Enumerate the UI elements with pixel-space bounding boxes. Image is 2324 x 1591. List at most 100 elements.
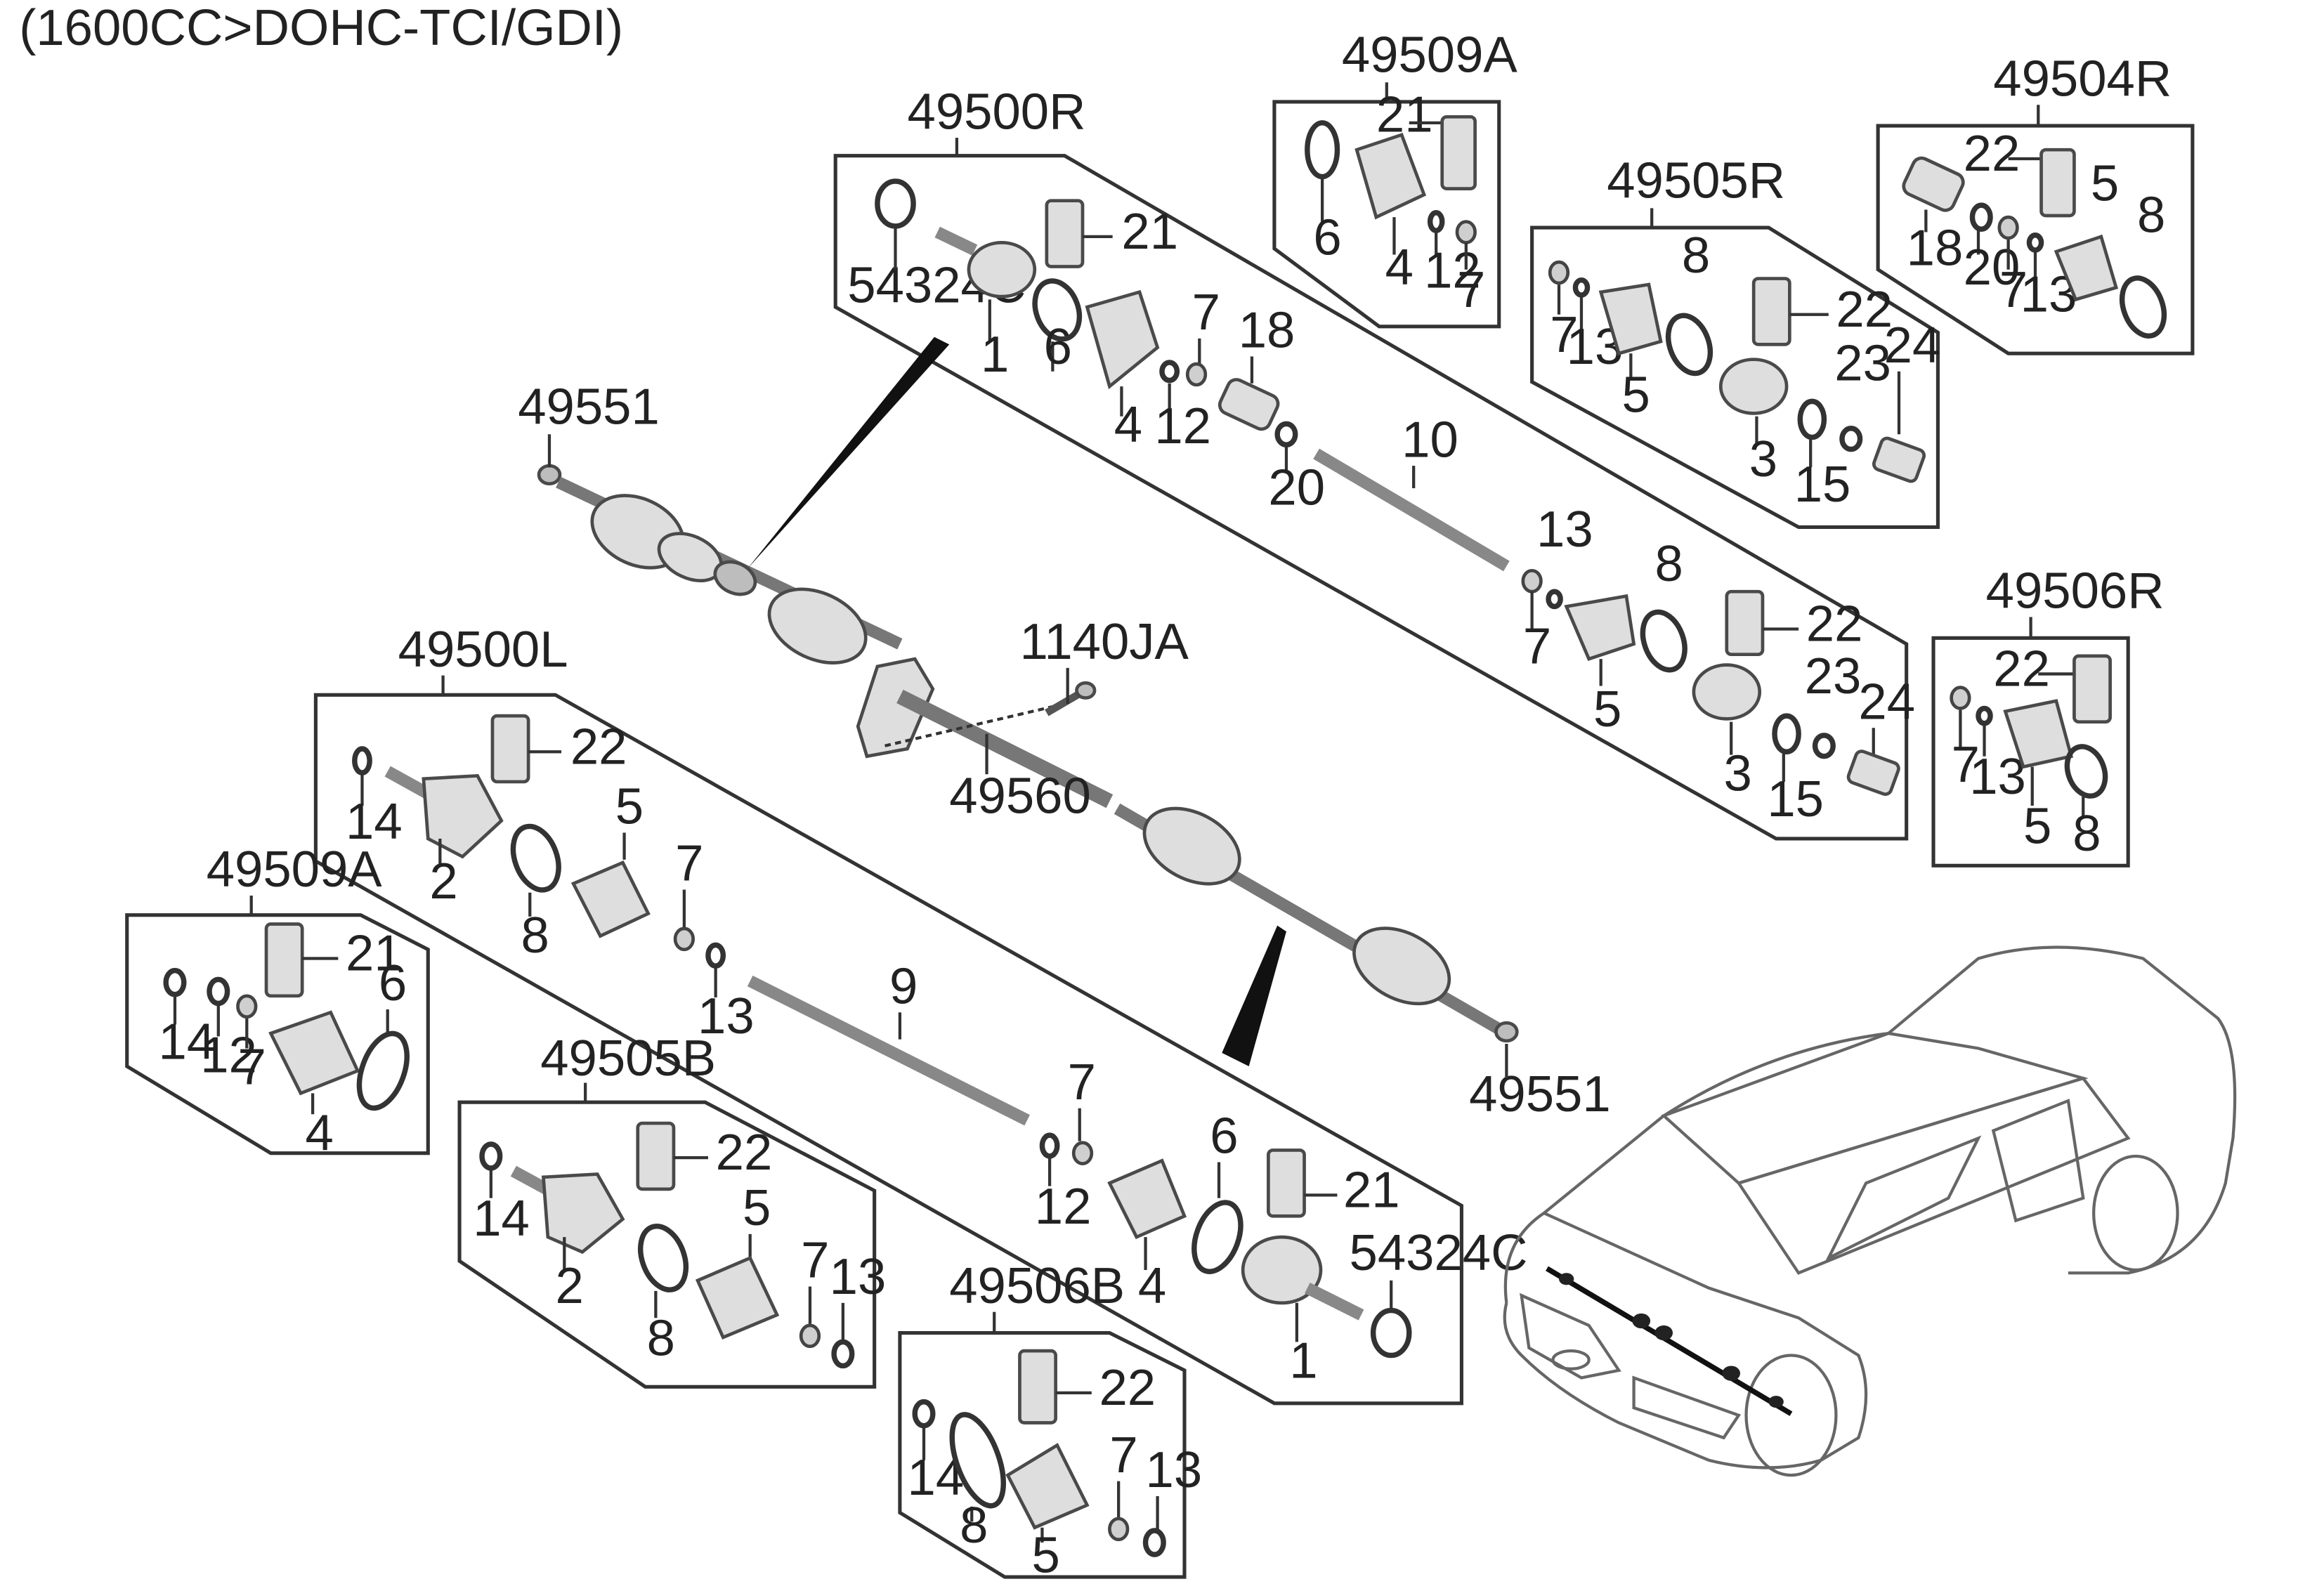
grease-tube-part: [490, 714, 530, 784]
central-callouts: 49551 49551 1140JA 49560: [518, 378, 1610, 1122]
outer-boot-part: [1107, 1158, 1187, 1240]
part-label-F-8: 8: [647, 1310, 675, 1367]
damper-clamp-part: [1274, 421, 1298, 447]
grease-tube-part: [1045, 199, 1085, 268]
clip-part: [1548, 260, 1570, 285]
retainer-ring-part: [912, 1399, 936, 1429]
part-label-C-22: 22: [1964, 125, 2021, 182]
clip-part: [799, 1323, 821, 1349]
tripod-housing-part: [422, 773, 504, 859]
dynamic-damper-part: [1902, 156, 1965, 212]
part-label-R-4: 4: [1114, 396, 1142, 453]
band-part: [949, 1412, 1006, 1509]
part-label-R-7b: 7: [1523, 618, 1551, 675]
part-label-R-12: 12: [1154, 398, 1211, 454]
part-label-B-7: 7: [1550, 306, 1578, 363]
retainer-ring-part: [163, 967, 187, 997]
lower-inner-cv-joint-part: [1142, 806, 1241, 886]
grease-tube-2-part: [1267, 1148, 1306, 1218]
group-49505B-parts: 22 14 2 8 5 7 13: [473, 1121, 886, 1369]
part-label-A-6: 6: [1313, 209, 1341, 266]
grease-tube-2-part: [1725, 589, 1765, 657]
tripod-housing-part: [1718, 358, 1789, 415]
boot-part: [570, 860, 651, 938]
part-label-L-13: 13: [698, 988, 755, 1045]
driveshaft-assembly-illustration: [537, 336, 1519, 1067]
o-ring-part: [1839, 426, 1863, 452]
part-label-R-6: 6: [1044, 318, 1072, 375]
group-title-49504R: 49504R: [1993, 50, 2172, 107]
group-49500R-parts: 54324C 21 1 6 4 7 12 18 20 10 13 7: [847, 178, 1915, 827]
seal-ring-part: [875, 178, 916, 229]
tripod-housing-part: [1692, 663, 1762, 721]
band-part: [1192, 1200, 1243, 1274]
part-label-E-14: 14: [159, 1013, 216, 1070]
sleeve-part: [1846, 749, 1900, 797]
part-label-B-5: 5: [1622, 366, 1650, 423]
pointer-wedge-lower: [1222, 925, 1286, 1067]
damper-part: [713, 560, 757, 596]
boot-part: [1005, 1443, 1090, 1530]
snap-ring-part: [1039, 1132, 1060, 1159]
snap-ring-part: [207, 976, 230, 1007]
part-label-L-4: 4: [1138, 1257, 1166, 1314]
part-label-L-1: 1: [1289, 1333, 1317, 1389]
part-label-A-7: 7: [1457, 261, 1485, 318]
engine-spec-title: (1600CC>DOHC-TCI/GDI): [19, 0, 623, 56]
car-shaft-marker-4: [1722, 1366, 1740, 1381]
part-label-B-15: 15: [1794, 456, 1851, 513]
inner-boot-part: [1564, 594, 1636, 662]
boot-part: [1598, 282, 1663, 356]
car-shaft-marker-2: [1632, 1313, 1651, 1329]
part-label-R-5: 5: [1593, 681, 1621, 738]
o-ring-part: [1812, 733, 1836, 759]
boot-part: [1354, 132, 1427, 220]
group-frames: [125, 100, 2195, 1579]
part-label-R-21: 21: [1121, 203, 1178, 260]
inner-clip-part: [1521, 568, 1543, 594]
part-label-D-22: 22: [1993, 640, 2050, 697]
part-label-B-3: 3: [1749, 431, 1777, 487]
snap-ring-part: [705, 942, 726, 969]
group-49506R-parts: 22 7 13 5 8: [1950, 640, 2112, 862]
part-label-54324C-bottom: 54324C: [1350, 1224, 1528, 1281]
retainer-ring-part: [2026, 233, 2044, 253]
group-title-49500R: 49500R: [908, 83, 1086, 140]
part-label-L-7b: 7: [1068, 1054, 1096, 1111]
tripod-housing-part: [541, 1172, 625, 1255]
part-label-L-9: 9: [889, 957, 918, 1014]
oil-seal-part: [1772, 713, 1801, 755]
grease-tube-part: [1018, 1349, 1057, 1425]
frame-49506B: [898, 1330, 1187, 1579]
callout-1140JA: 1140JA: [1019, 613, 1189, 670]
part-label-G-22: 22: [1099, 1359, 1156, 1416]
frame-49509A-top: [1272, 100, 1501, 329]
grease-tube-part: [2072, 654, 2112, 724]
part-label-R-10: 10: [1402, 411, 1458, 468]
retainer-ring-part: [1546, 589, 1563, 610]
lower-outer-cv-joint-part: [1352, 927, 1451, 1006]
part-label-B-22: 22: [1836, 281, 1893, 338]
lower-hub-nut-part: [1494, 1021, 1519, 1043]
part-label-B-8: 8: [1682, 227, 1710, 284]
grease-tube-part: [1751, 277, 1791, 346]
inner-band-part: [1640, 609, 1687, 673]
clip-part: [1108, 1517, 1130, 1542]
part-label-R-7a: 7: [1192, 284, 1220, 341]
grease-tube-part: [264, 922, 304, 998]
frame-49505R: [1530, 225, 1940, 530]
oil-seal-part: [1797, 398, 1827, 440]
group-title-49505R: 49505R: [1607, 152, 1785, 209]
part-label-R-13: 13: [1536, 501, 1593, 558]
cv-joint-housing-part: [967, 241, 1037, 299]
snap-ring-part: [831, 1339, 855, 1369]
part-label-D-13: 13: [1969, 748, 2026, 805]
damper-clamp-part: [1969, 202, 1993, 232]
group-title-49509A-top: 49509A: [1342, 26, 1518, 83]
part-label-D-7: 7: [1952, 736, 1980, 793]
part-label-R-18: 18: [1239, 302, 1295, 359]
part-label-L-12: 12: [1035, 1178, 1092, 1235]
car-shaft-marker-5: [1768, 1396, 1784, 1408]
group-title-49506R: 49506R: [1986, 563, 2165, 620]
frame-49505B: [457, 1100, 877, 1389]
